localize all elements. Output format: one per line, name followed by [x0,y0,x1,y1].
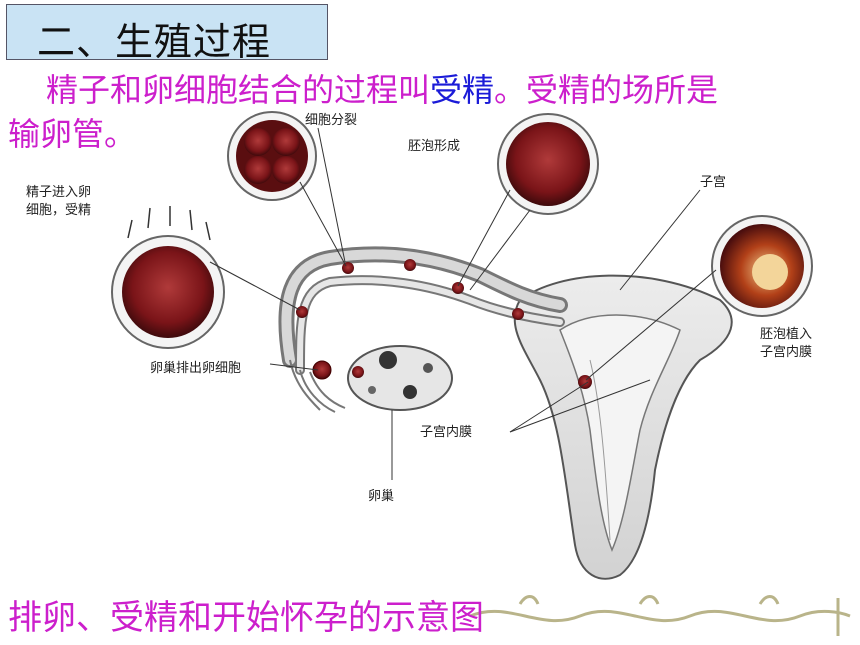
title-box: 二、生殖过程 [6,4,328,64]
label-blastocyst-forms: 胚泡形成 [408,139,460,154]
label-sperm-enter-1: 精子进入卵 [26,185,91,200]
intro-line-1: 精子和卵细胞结合的过程叫受精。受精的场所是 [8,68,854,112]
label-implant-2: 子宫内膜 [760,344,812,360]
ovary-shape [347,345,453,411]
blastocyst-magnified [497,113,599,215]
label-uterus: 子宫 [700,175,726,190]
cell-division-magnified [227,111,317,201]
label-cell-division: 细胞分裂 [305,113,357,128]
intro-suffix: 。受精的场所是 [494,71,719,109]
diagram-caption: 排卵、受精和开始怀孕的示意图 [8,598,484,638]
label-ovary: 卵巢 [368,489,394,504]
label-implant-1: 胚泡植入 [760,327,812,342]
page-title: 二、生殖过程 [37,20,272,64]
decorative-vine [469,595,851,636]
intro-line-2: 输卵管。 [8,115,137,153]
label-endometrium: 子宫内膜 [420,424,472,440]
label-ovulation: 卵巢排出卵细胞 [150,361,241,376]
released-egg [312,360,364,380]
intro-highlight: 受精 [430,71,495,109]
implantation-magnified [711,215,813,317]
intro-prefix: 精子和卵细胞结合的过程叫 [46,71,431,109]
tube-cells [296,259,592,389]
fertilization-cell-magnified [111,206,225,349]
label-sperm-enter-2: 细胞，受精 [26,203,91,218]
leader-lines [209,127,717,480]
intro-text: 精子和卵细胞结合的过程叫受精。受精的场所是 输卵管。 [8,68,854,156]
